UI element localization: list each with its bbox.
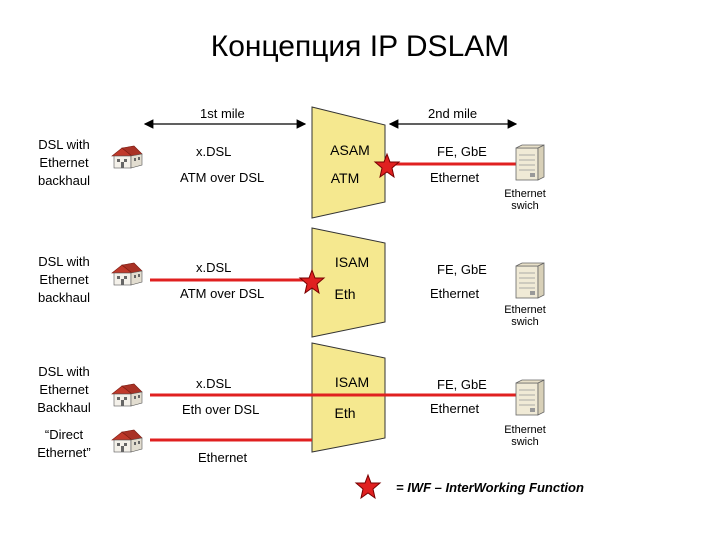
row-1-uplink-bottom: Ethernet (430, 170, 480, 185)
switch-icon (515, 379, 545, 416)
second-mile-label: 2nd mile (428, 106, 478, 121)
row-2-uplink-top: FE, GbE (437, 262, 487, 277)
row-1-switch-label: Ethernet swich (504, 188, 546, 212)
page-title: Концепция IP DSLAM (210, 30, 510, 63)
row-1-uplink-top: FE, GbE (437, 144, 487, 159)
asam-node (311, 106, 386, 219)
row-3-switch-label: Ethernet swich (504, 424, 546, 448)
row-2-label: DSL with Ethernet backhaul (37, 254, 91, 305)
row-2-switch-label: Ethernet swich (504, 304, 546, 328)
row-2-top-tech: x.DSL (196, 260, 232, 275)
row-1-box-bottom: ATM (330, 170, 360, 186)
row-3-bottom-tech: Eth over DSL (182, 402, 260, 417)
switch-icon (515, 262, 545, 299)
row-1-bottom-tech: ATM over DSL (180, 170, 265, 185)
row-2-box-top: ISAM (334, 254, 370, 270)
row-1-label: DSL with Ethernet backhaul (37, 137, 91, 188)
isam-node-1 (311, 227, 386, 338)
row-3-label: DSL with Ethernet Backhaul (37, 364, 91, 415)
row-3-box-bottom: Eth (334, 405, 356, 421)
direct-ethernet-tech: Ethernet (198, 450, 248, 465)
legend-text: = IWF – InterWorking Function (396, 480, 584, 495)
house-icon (111, 262, 143, 286)
direct-ethernet-label: “Direct Ethernet” (37, 427, 91, 460)
switch-icon (515, 144, 545, 181)
isam-node-2 (311, 342, 386, 453)
row-2-uplink-bottom: Ethernet (430, 286, 480, 301)
row-3-uplink-bottom: Ethernet (430, 401, 480, 416)
row-2-bottom-tech: ATM over DSL (180, 286, 265, 301)
first-mile-label: 1st mile (200, 106, 245, 121)
row-1-box-top: ASAM (330, 142, 370, 158)
house-icon (111, 383, 143, 407)
house-icon (111, 429, 143, 453)
star-icon (355, 474, 381, 499)
row-3-top-tech: x.DSL (196, 376, 232, 391)
row-3-uplink-top: FE, GbE (437, 377, 487, 392)
house-icon (111, 145, 143, 169)
row-1-top-tech: x.DSL (196, 144, 232, 159)
row-2-box-bottom: Eth (334, 286, 356, 302)
row-3-box-top: ISAM (334, 374, 370, 390)
